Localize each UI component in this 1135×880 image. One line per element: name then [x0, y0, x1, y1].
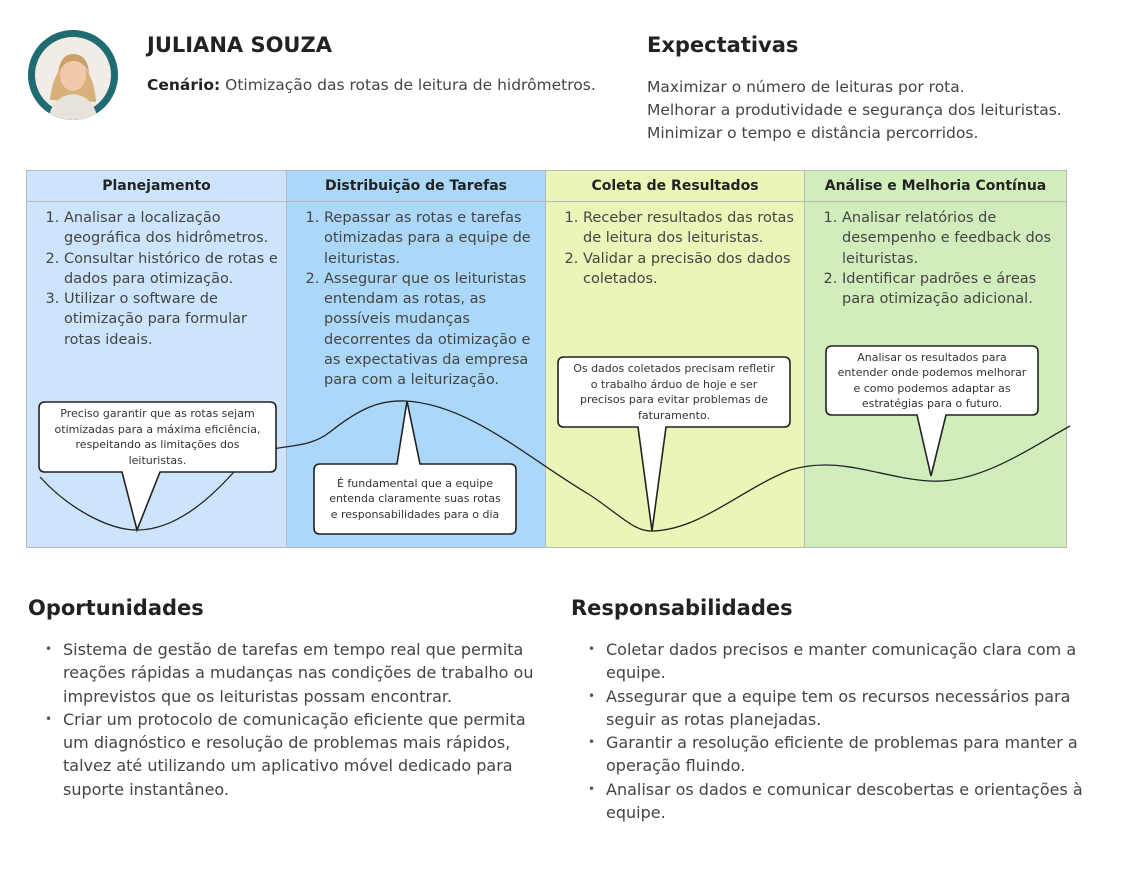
- responsibility-item: Assegurar que a equipe tem os recursos n…: [588, 685, 1101, 732]
- expectations-title: Expectativas: [647, 33, 799, 57]
- persona-avatar: [28, 30, 118, 120]
- opportunity-item: Sistema de gestão de tarefas em tempo re…: [45, 638, 553, 708]
- opportunities-title: Oportunidades: [28, 596, 204, 620]
- quote-analise: Analisar os resultados para entender ond…: [837, 350, 1027, 411]
- phase-steps: Repassar as rotas e tarefas otimizadas p…: [287, 208, 545, 391]
- phase-title: Planejamento: [27, 171, 286, 202]
- phase-title: Coleta de Resultados: [546, 171, 804, 202]
- phase-step: Repassar as rotas e tarefas otimizadas p…: [324, 208, 545, 269]
- expectation-item: Melhorar a produtividade e segurança dos…: [647, 101, 1062, 119]
- persona-scenario: Cenário: Otimização das rotas de leitura…: [147, 76, 596, 94]
- scenario-text: Otimização das rotas de leitura de hidrô…: [225, 76, 596, 94]
- opportunities-list: Sistema de gestão de tarefas em tempo re…: [28, 638, 553, 801]
- expectations-list: Maximizar o número de leituras por rota.…: [647, 76, 1062, 145]
- phase-title: Análise e Melhoria Contínua: [805, 171, 1066, 202]
- phase-steps: Analisar relatórios de desempenho e feed…: [805, 208, 1066, 309]
- quote-coleta: Os dados coletados precisam refletir o t…: [573, 362, 775, 422]
- phase-step: Identificar padrões e áreas para otimiza…: [842, 269, 1066, 310]
- phase-step: Analisar relatórios de desempenho e feed…: [842, 208, 1066, 269]
- persona-name: JULIANA SOUZA: [147, 33, 332, 57]
- responsibility-item: Analisar os dados e comunicar descoberta…: [588, 778, 1101, 825]
- quote-distribuicao: É fundamental que a equipe entenda clara…: [329, 476, 501, 521]
- expectation-item: Maximizar o número de leituras por rota.: [647, 78, 965, 96]
- responsibilities-title: Responsabilidades: [571, 596, 793, 620]
- phase-step: Validar a precisão dos dados coletados.: [583, 249, 804, 290]
- scenario-label: Cenário:: [147, 76, 221, 94]
- phase-coleta: Coleta de Resultados Receber resultados …: [545, 171, 804, 547]
- quote-planejamento: Preciso garantir que as rotas sejam otim…: [54, 407, 261, 467]
- responsibility-item: Garantir a resolução eficiente de proble…: [588, 731, 1101, 778]
- expectation-item: Minimizar o tempo e distância percorrido…: [647, 124, 979, 142]
- phase-step: Analisar a localização geográfica dos hi…: [64, 208, 286, 249]
- phase-step: Assegurar que os leituristas entendam as…: [324, 269, 545, 391]
- phase-step: Utilizar o software de otimização para f…: [64, 289, 286, 350]
- opportunity-item: Criar um protocolo de comunicação eficie…: [45, 708, 553, 801]
- phase-steps: Analisar a localização geográfica dos hi…: [27, 208, 286, 350]
- phase-planejamento: Planejamento Analisar a localização geog…: [27, 171, 286, 547]
- responsibility-item: Coletar dados precisos e manter comunica…: [588, 638, 1101, 685]
- phase-steps: Receber resultados das rotas de leitura …: [546, 208, 804, 289]
- phase-step: Consultar histórico de rotas e dados par…: [64, 249, 286, 290]
- responsibilities-list: Coletar dados precisos e manter comunica…: [571, 638, 1101, 824]
- phase-step: Receber resultados das rotas de leitura …: [583, 208, 804, 249]
- phase-title: Distribuição de Tarefas: [287, 171, 545, 202]
